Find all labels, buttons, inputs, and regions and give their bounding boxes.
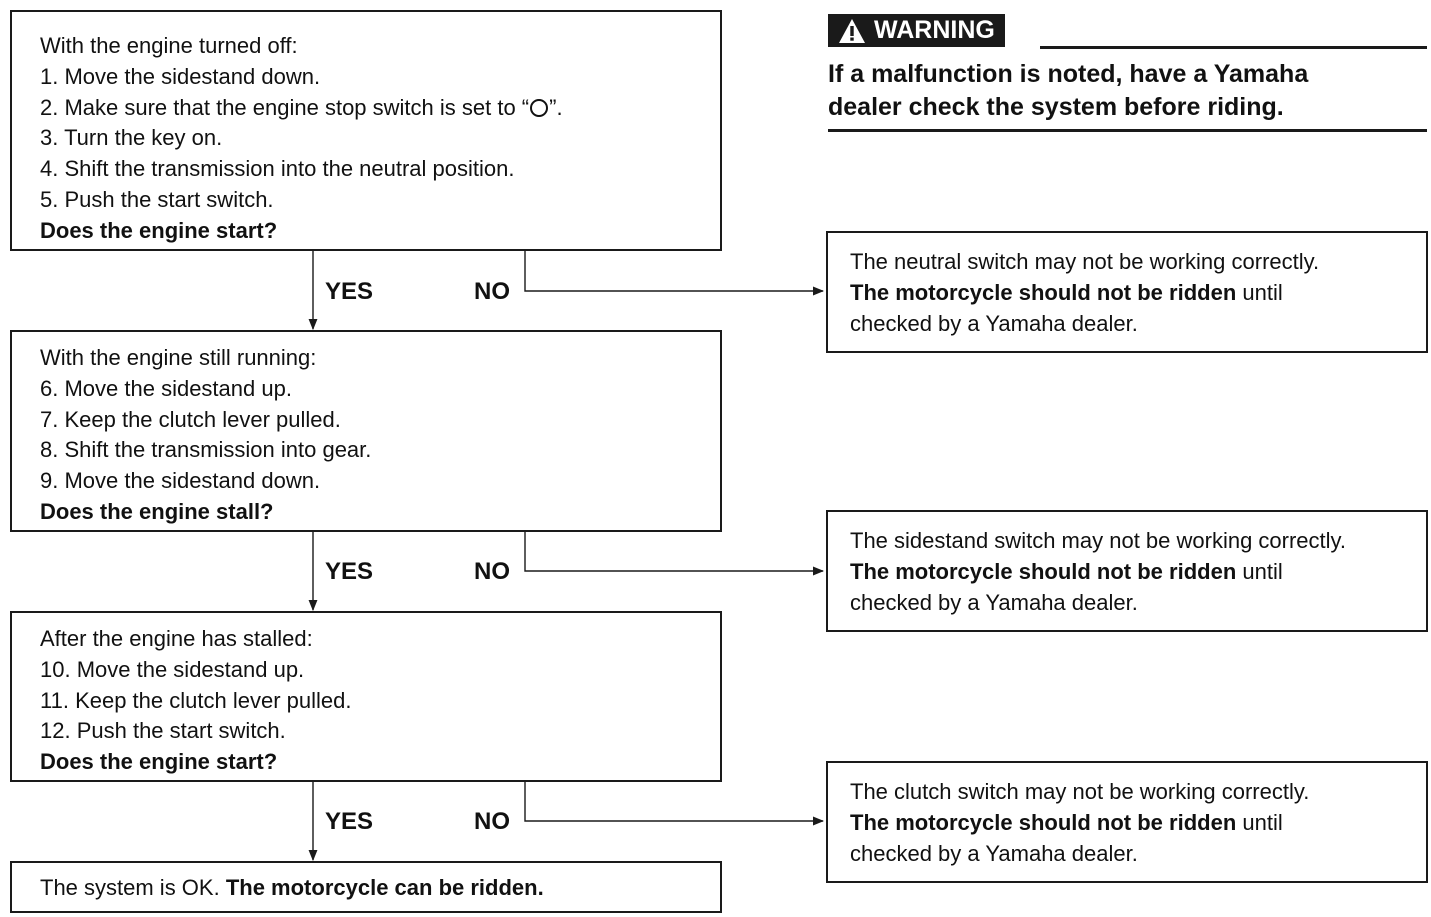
step-3-intro: After the engine has stalled: (40, 626, 313, 651)
step-2-box: With the engine still running: 6. Move t… (10, 330, 722, 532)
step-3-item: 12. Push the start switch. (40, 718, 286, 744)
fault-box-sidestand: The sidestand switch may not be working … (826, 510, 1428, 632)
step-1-item: 5. Push the start switch. (40, 186, 274, 212)
warning-badge: WARNING (828, 14, 1005, 47)
step-3-question: Does the engine start? (40, 749, 278, 775)
warning-text: If a malfunction is noted, have a Yamaha… (828, 58, 1308, 124)
no-connector-1 (524, 251, 825, 296)
step-2-item: 9. Move the sidestand down. (40, 468, 321, 494)
step-1-item: 2. Make sure that the engine stop switch… (40, 94, 563, 120)
fault-2-line: The sidestand switch may not be working … (850, 528, 1347, 553)
step-1-item: 1. Move the sidestand down. (40, 63, 321, 89)
step-1-item: 3. Turn the key on. (40, 125, 223, 151)
yes-label-3: YES (325, 808, 374, 835)
step-1-box: With the engine turned off: 1. Move the … (10, 10, 722, 251)
engine-run-symbol-icon (530, 98, 549, 117)
fault-1-line: The motorcycle should not be ridden unti… (850, 279, 1283, 305)
fault-3-line: The clutch switch may not be working cor… (850, 779, 1310, 804)
step-2-question: Does the engine stall? (40, 498, 274, 524)
step-2-item: 7. Keep the clutch lever pulled. (40, 406, 341, 432)
no-label-3: NO (474, 808, 510, 835)
no-connector-3 (524, 782, 825, 826)
fault-1-line: The neutral switch may not be working co… (850, 249, 1320, 274)
fault-box-clutch: The clutch switch may not be working cor… (826, 761, 1428, 883)
fault-2-line: The motorcycle should not be ridden unti… (850, 558, 1283, 584)
step-3-box: After the engine has stalled: 10. Move t… (10, 611, 722, 782)
step-2-item: 6. Move the sidestand up. (40, 375, 292, 401)
yes-label-2: YES (325, 558, 374, 585)
step-1-item: 4. Shift the transmission into the neutr… (40, 156, 515, 182)
result-box: The system is OK. The motorcycle can be … (10, 861, 722, 913)
step-1-question: Does the engine start? (40, 217, 278, 243)
fault-2-line: checked by a Yamaha dealer. (850, 589, 1138, 615)
warning-triangle-icon (839, 18, 865, 43)
result-text: The system is OK. The motorcycle can be … (40, 875, 544, 900)
warning-header-rule (1040, 46, 1427, 49)
fault-3-line: checked by a Yamaha dealer. (850, 840, 1138, 866)
warning-text-line: If a malfunction is noted, have a Yamaha (828, 60, 1309, 88)
yes-label-1: YES (325, 278, 374, 305)
fault-box-neutral: The neutral switch may not be working co… (826, 231, 1428, 353)
warning-text-line: dealer check the system before riding. (828, 93, 1284, 121)
no-label-1: NO (474, 278, 510, 305)
step-2-intro: With the engine still running: (40, 345, 317, 370)
step-3-item: 11. Keep the clutch lever pulled. (40, 687, 352, 713)
step-2-item: 8. Shift the transmission into gear. (40, 437, 372, 463)
fault-1-line: checked by a Yamaha dealer. (850, 310, 1138, 336)
no-label-2: NO (474, 558, 510, 585)
fault-3-line: The motorcycle should not be ridden unti… (850, 809, 1283, 835)
warning-label: WARNING (874, 16, 995, 44)
step-3-item: 10. Move the sidestand up. (40, 656, 305, 682)
step-1-intro: With the engine turned off: (40, 33, 298, 58)
no-connector-2 (524, 532, 825, 576)
warning-footer-rule (828, 129, 1427, 132)
